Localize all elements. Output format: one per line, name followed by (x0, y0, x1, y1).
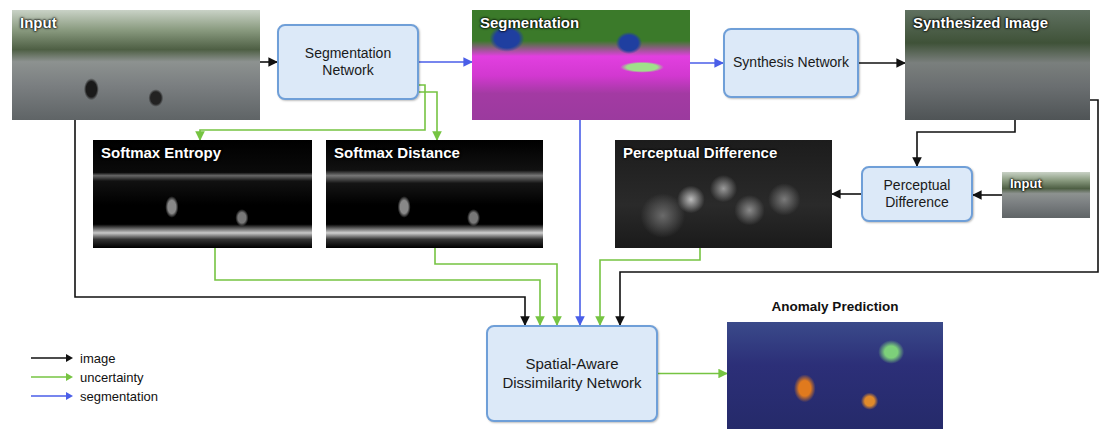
text-group: Anomaly Prediction (727, 296, 943, 320)
legend-label: uncertainty (80, 370, 144, 385)
text-group: Perceptual Difference (871, 177, 963, 212)
flow-arrow (917, 120, 1015, 166)
image-heading: Anomaly Prediction (727, 296, 943, 320)
input-image: Input (12, 10, 260, 120)
box-label: Synthesis Network (733, 54, 849, 72)
text-group: Perceptual Difference (615, 140, 832, 162)
flow-arrow (419, 61, 472, 63)
legend-sample (30, 371, 74, 383)
text-group: Softmax Distance (326, 140, 543, 162)
uncertainty-map: Softmax Entropy (93, 140, 312, 248)
legend-sample (30, 390, 74, 402)
process-box: Synthesis Network (723, 28, 859, 98)
synthesized-image: Synthesized Image (905, 10, 1090, 120)
image-label: Input (12, 10, 57, 31)
flow-arrow (690, 62, 723, 64)
text-group: Input (1002, 172, 1090, 192)
text-group: Segmentation (472, 10, 690, 32)
input-image: Input (1002, 172, 1090, 218)
text-group: Segmentation Network (287, 45, 409, 80)
legend-label: image (80, 351, 115, 366)
flow-arrow (658, 373, 727, 375)
process-box: Perceptual Difference (861, 166, 973, 222)
uncertainty-map: Softmax Distance (326, 140, 543, 248)
image-label: Softmax Entropy (93, 140, 221, 161)
text-group: Input (12, 10, 260, 32)
text-group: Synthesized Image (905, 10, 1090, 32)
flow-arrow (215, 248, 540, 325)
text-group: Synthesis Network (733, 54, 849, 72)
flow-arrow (579, 120, 581, 325)
legend-sample (30, 352, 74, 364)
process-box: Spatial-Aware Dissimilarity Network (486, 325, 658, 422)
flow-arrow (600, 248, 700, 325)
flow-arrow (419, 92, 437, 140)
image-label: Synthesized Image (905, 10, 1048, 31)
box-label: Perceptual Difference (871, 177, 963, 212)
prediction-image (727, 322, 943, 429)
text-group: Softmax Entropy (93, 140, 312, 162)
process-box: Segmentation Network (277, 24, 419, 100)
segmentation-image: Segmentation (472, 10, 690, 120)
legend-label: segmentation (80, 389, 158, 404)
image-label: Perceptual Difference (615, 140, 777, 161)
image-label: Input (1002, 172, 1042, 191)
anomaly-image: Anomaly Prediction (727, 296, 943, 429)
image-label: Segmentation (472, 10, 579, 31)
flow-arrow (832, 193, 861, 195)
image-label: Softmax Distance (326, 140, 460, 161)
flow-arrow (859, 62, 905, 64)
flow-arrow (435, 248, 557, 325)
perceptual-map: Perceptual Difference (615, 140, 832, 248)
flow-arrow (973, 194, 1002, 196)
flow-arrow (260, 61, 277, 63)
box-label: Segmentation Network (287, 45, 409, 80)
box-label: Spatial-Aware Dissimilarity Network (496, 355, 648, 393)
text-group: Spatial-Aware Dissimilarity Network (496, 355, 648, 393)
